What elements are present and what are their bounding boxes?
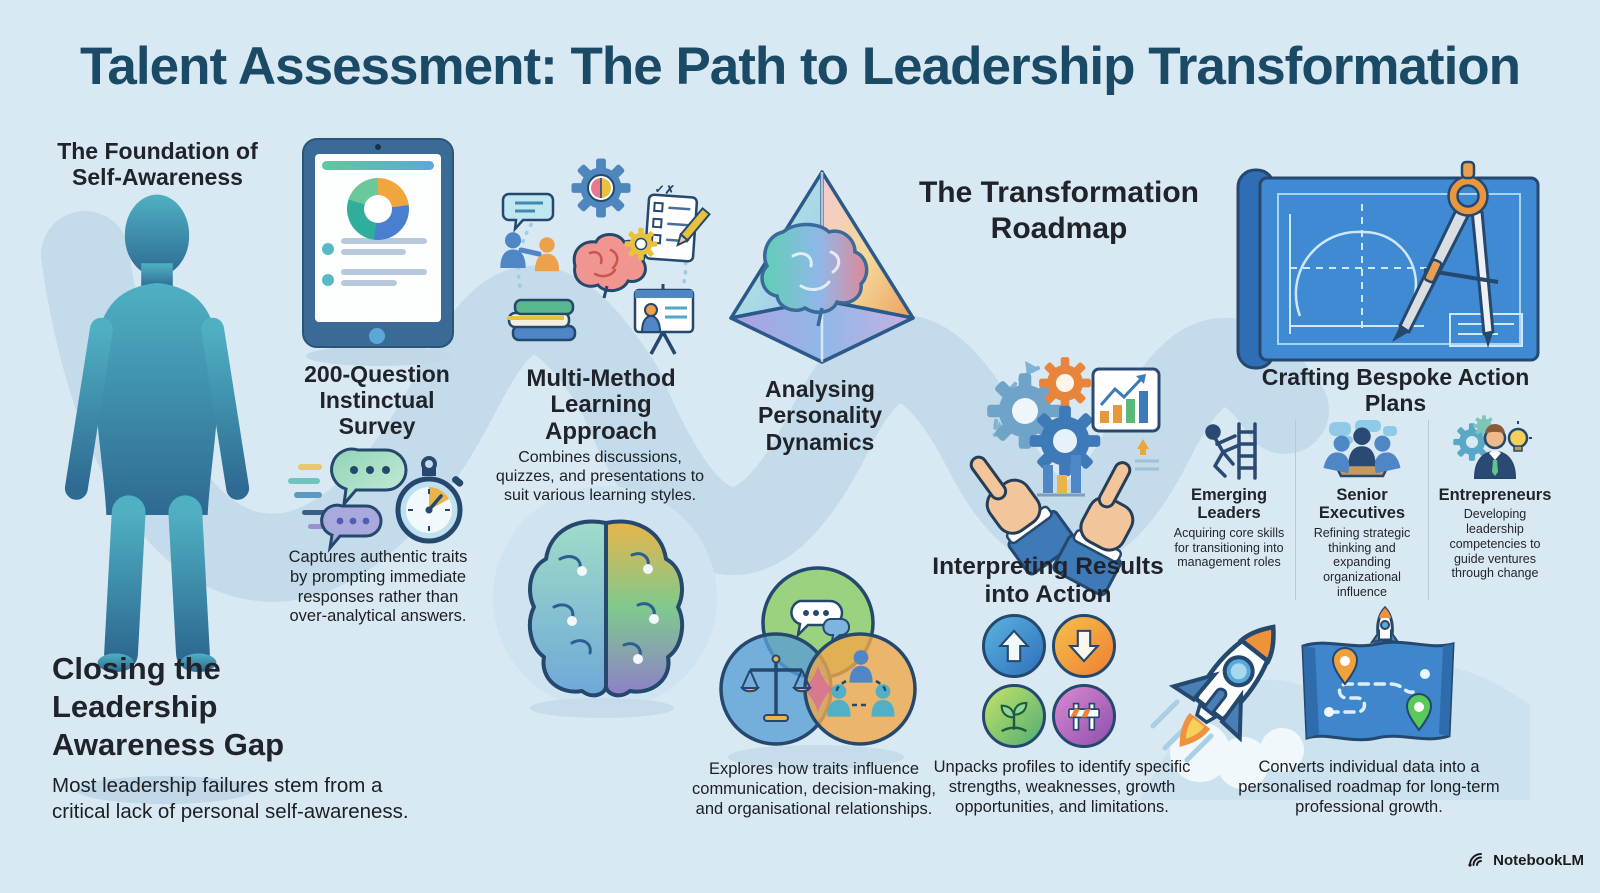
gear-brain-icon: [571, 158, 631, 218]
interpreting-body: Unpacks profiles to identify specific st…: [933, 758, 1191, 816]
presentation-icon: [633, 284, 695, 355]
human-silhouette-icon: [64, 194, 250, 672]
rocket-launch-icon: [1150, 624, 1276, 763]
tablet-survey-icon: [302, 138, 454, 348]
discussion-icon: [500, 192, 560, 272]
personality-heading: Analysing Personality Dynamics: [758, 376, 882, 455]
limitations-icon: [1052, 684, 1116, 748]
gears-hands-icon: [969, 357, 1161, 597]
multi-method-body: Combines discussions, quizzes, and prese…: [495, 449, 705, 505]
closing-gap-heading: Closing the Leadership Awareness Gap: [52, 651, 285, 762]
notebooklm-logo-icon: [1468, 853, 1483, 867]
persona-entrepreneurs: Entrepreneurs Developing leadership comp…: [1428, 415, 1561, 600]
growth-body: Converts individual data into a personal…: [1238, 758, 1500, 816]
strengths-icon: [982, 614, 1046, 678]
entrepreneur-icon: [1453, 415, 1532, 479]
svg-text:✓✗: ✓✗: [654, 182, 675, 197]
brain-gear-icon: [572, 227, 658, 299]
multi-method-heading: Multi-Method Learning Approach: [526, 365, 676, 445]
persona-senior-executives: Senior Executives Refining strategic thi…: [1295, 420, 1428, 600]
persona-body: Developing leadership competencies to gu…: [1449, 507, 1541, 581]
persona-title: Emerging Leaders: [1190, 486, 1268, 523]
drafting-compass: [1392, 160, 1499, 348]
gear-orange: [1039, 357, 1091, 409]
pointing-hand-right: [1052, 461, 1135, 597]
weaknesses-icon: [1052, 614, 1116, 678]
growth-icon: [982, 684, 1046, 748]
survey-heading: 200-Question Instinctual Survey: [304, 361, 450, 439]
stopwatch-icon: [395, 456, 464, 544]
watermark-label: NotebookLM: [1493, 851, 1584, 869]
pointing-hand-left: [969, 455, 1077, 576]
books-icon: [507, 298, 577, 342]
interpreting-heading: Interpreting Results into Action: [932, 553, 1164, 609]
blueprint-compass-icon: [1236, 160, 1540, 370]
split-brain-icon: [527, 519, 685, 698]
venn-scales-icon: [739, 654, 813, 722]
closing-gap-body: Most leadership failures stem from a cri…: [52, 774, 409, 823]
watermark: NotebookLM: [1467, 850, 1584, 870]
persona-title: Entrepreneurs: [1438, 486, 1552, 504]
arrow-notes: [1135, 439, 1159, 471]
persona-emerging-leaders: Emerging Leaders Acquiring core skills f…: [1163, 420, 1295, 600]
page-title: Talent Assessment: The Path to Leadershi…: [79, 37, 1521, 96]
chat-bubble-green: [330, 447, 408, 509]
venn-diagram-icon: [719, 566, 917, 746]
prism-brain-icon: [729, 170, 915, 364]
roadmap-map-icon: [1301, 605, 1455, 742]
speech-bubbles-stopwatch-icon: [288, 447, 464, 554]
persona-title: Senior Executives: [1318, 486, 1406, 523]
tablet-home-button: [369, 328, 385, 344]
multi-method-icons: ✓✗: [500, 158, 711, 355]
venn-chat-icon: [790, 599, 851, 644]
growth-chart-card: [1091, 367, 1161, 433]
bespoke-heading: Crafting Bespoke Action Plans: [1261, 364, 1530, 417]
foundation-heading: The Foundation of Self-Awareness: [57, 138, 258, 191]
gear-dark: [1029, 405, 1101, 477]
persona-body: Refining strategic thinking and expandin…: [1313, 525, 1411, 599]
quiz-sheet-icon: ✓✗: [643, 182, 711, 263]
gear-light: [987, 373, 1063, 449]
ladder-climb-icon: [1205, 422, 1257, 480]
venn-org-icon: [827, 650, 895, 717]
chat-bubble-purple: [320, 503, 383, 554]
traits-body: Explores how traits influence communicat…: [692, 760, 936, 818]
boardroom-icon: [1323, 420, 1401, 478]
roadmap-heading: The Transformation Roadmap: [918, 176, 1200, 245]
persona-body: Acquiring core skills for transitioning …: [1173, 525, 1285, 570]
tablet-camera-dot: [375, 144, 381, 150]
survey-body: Captures authentic traits by prompting i…: [288, 548, 468, 626]
motion-dashes: [288, 464, 328, 529]
mini-bars: [1037, 455, 1085, 497]
personas-row: Emerging Leaders Acquiring core skills f…: [1163, 415, 1561, 600]
